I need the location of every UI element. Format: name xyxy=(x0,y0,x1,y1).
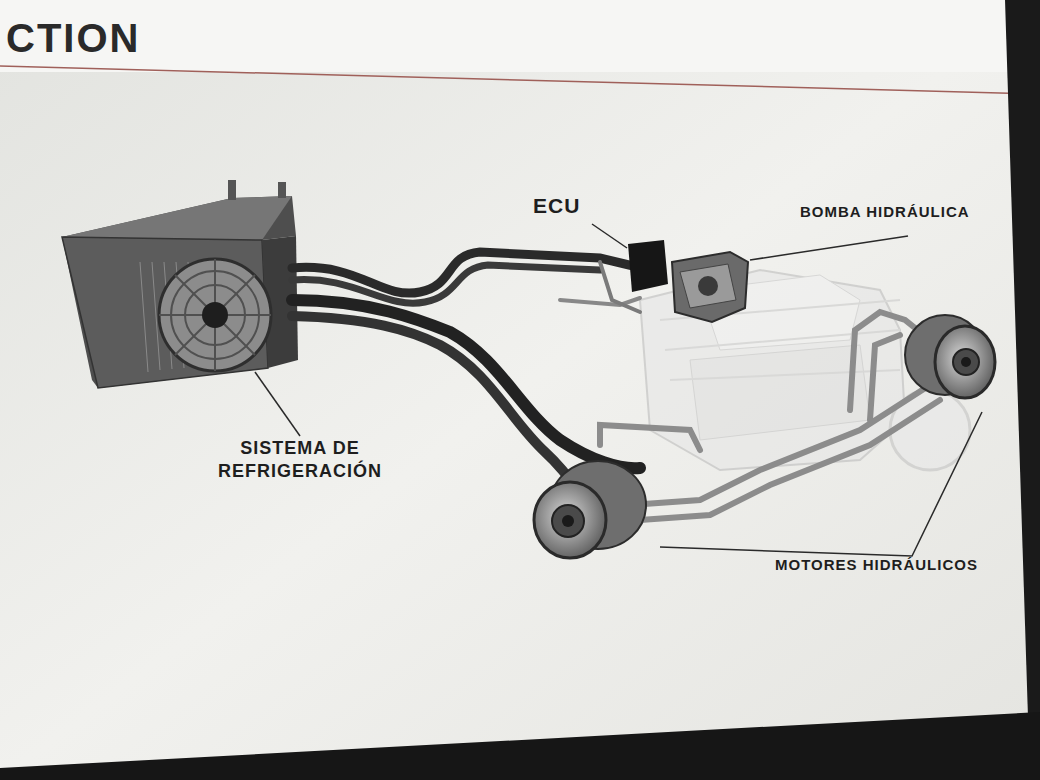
monitor-bezel xyxy=(0,712,1040,780)
part-label: ECU xyxy=(533,193,613,219)
cooling-unit xyxy=(62,180,298,388)
hydraulic-motor xyxy=(534,461,646,558)
part-label: SISTEMA DE REFRIGERACIÓN xyxy=(175,437,425,482)
ecu-unit xyxy=(628,240,668,292)
slide-title: CTION xyxy=(6,16,140,61)
hydraulic-motor xyxy=(905,315,995,398)
monitor-bezel xyxy=(1005,0,1040,780)
part-label: BOMBA HIDRÁULICA xyxy=(800,203,1000,222)
header-rule xyxy=(0,66,1040,94)
header-band xyxy=(0,0,1040,72)
leader-lines xyxy=(255,224,982,556)
hydraulic-pump xyxy=(672,252,748,322)
part-label: MOTORES HIDRÁULICOS xyxy=(775,556,1000,575)
axle-pipes xyxy=(600,312,940,520)
